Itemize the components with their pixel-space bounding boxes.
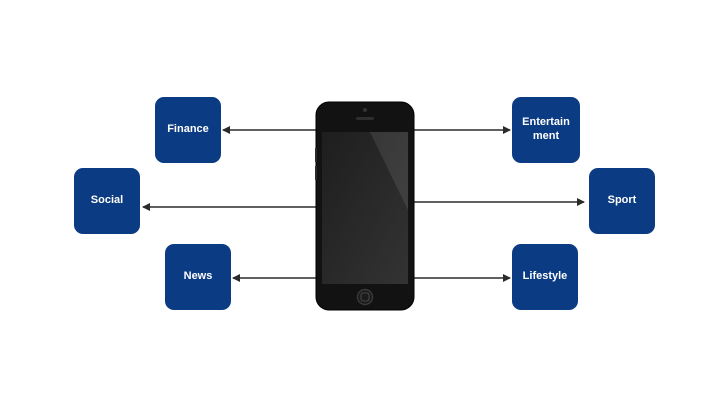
news-node: News [165,244,231,310]
entertainment-label: Entertain ment [522,116,570,144]
lifestyle-label: Lifestyle [522,270,568,283]
sport-node: Sport [589,168,655,234]
social-label: Social [90,194,124,207]
finance-label: Finance [167,123,209,136]
social-node: Social [74,168,140,234]
smartphone-icon [315,101,415,311]
entertainment-label-line1: Entertain [522,116,570,129]
news-label: News [183,270,213,283]
lifestyle-node: Lifestyle [512,244,578,310]
finance-node: Finance [155,97,221,163]
sport-label: Sport [607,194,637,207]
entertainment-node: Entertain ment [512,97,580,163]
entertainment-label-line2: ment [532,130,560,142]
